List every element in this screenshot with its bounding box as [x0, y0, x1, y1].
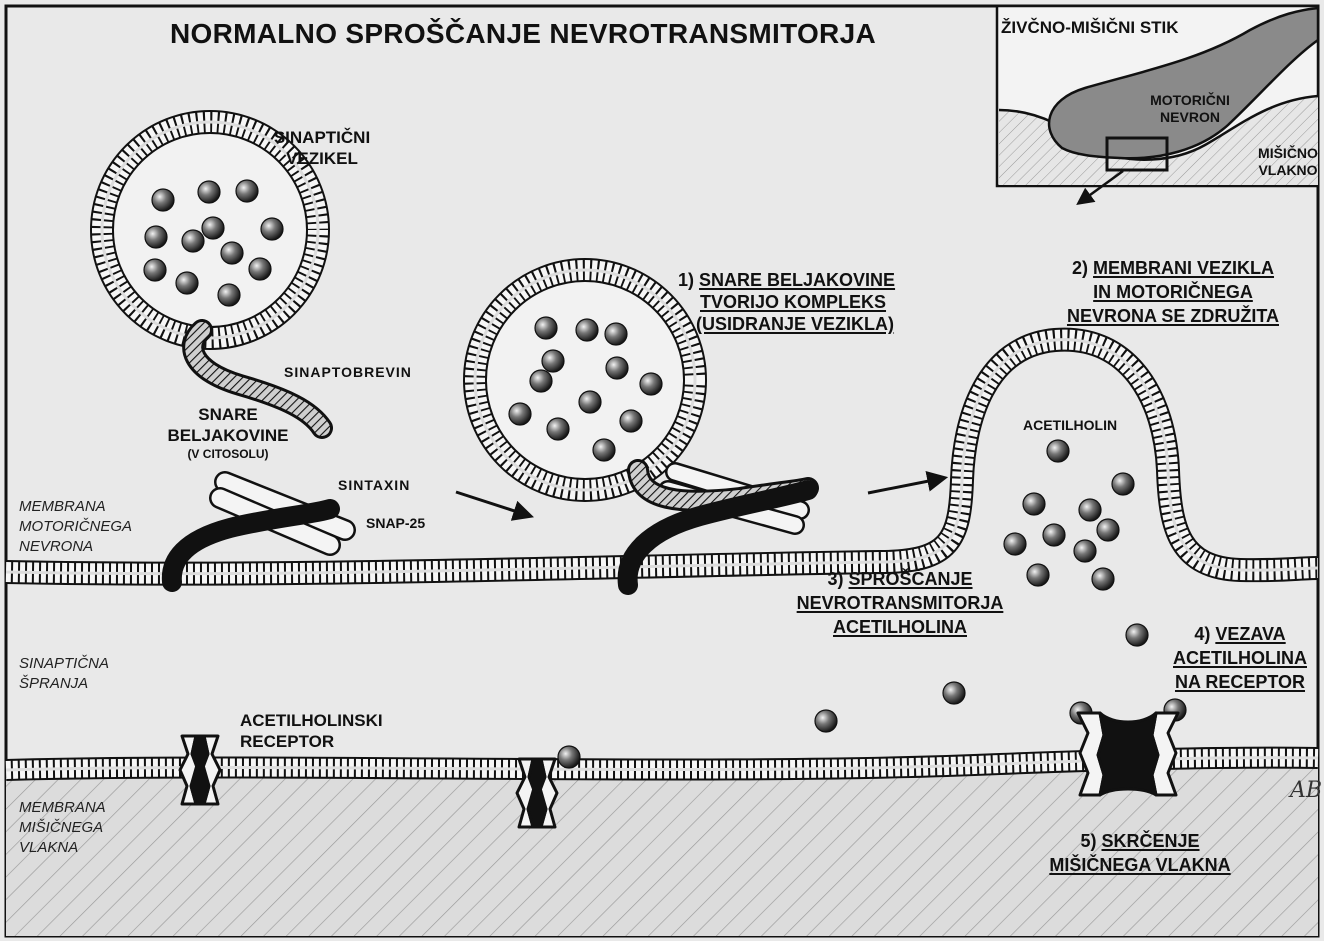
- step-3: 3) SPROŠČANJE NEVROTRANSMITORJA ACETILHO…: [765, 567, 1035, 639]
- synaptobrevin-label: SINAPTOBREVIN: [284, 364, 412, 381]
- arrow-step-1: [456, 492, 530, 516]
- region-neuron-membrane: MEMBRANAMOTORIČNEGANEVRONA: [19, 497, 132, 557]
- page-title: NORMALNO SPROŠČANJE NEVROTRANSMITORJA: [170, 18, 876, 50]
- step-4: 4) VEZAVA ACETILHOLINA NA RECEPTOR: [1155, 622, 1324, 694]
- receptor-label: ACETILHOLINSKIRECEPTOR: [240, 710, 383, 752]
- step-1: 1) SNARE BELJAKOVINE TVORIJO KOMPLEKS (U…: [678, 269, 895, 335]
- step-5: 5) SKRČENJE MIŠIČNEGA VLAKNA: [1025, 829, 1255, 877]
- acetylcholine-label: ACETILHOLIN: [1023, 417, 1117, 434]
- receptor-2: [517, 759, 557, 827]
- step-2: 2) MEMBRANI VEZIKLA IN MOTORIČNEGA NEVRO…: [1030, 256, 1316, 328]
- synaptic-vesicle-2: [475, 270, 695, 490]
- snare-label: SNARE BELJAKOVINE (V CITOSOLU): [143, 404, 313, 462]
- inset-neuron-label: MOTORIČNINEVRON: [1140, 92, 1240, 126]
- syntaxin-label: SINTAXIN: [338, 477, 410, 494]
- receptor-1: [180, 736, 220, 804]
- signature: AB: [1290, 778, 1322, 803]
- arrow-step-2: [868, 478, 944, 493]
- region-muscle-membrane: MEMBRANAMIŠIČNEGAVLAKNA: [19, 798, 106, 858]
- inset-title: ŽIVČNO-MIŠIČNI STIK: [1001, 17, 1179, 38]
- snap25-label: SNAP-25: [366, 515, 425, 532]
- region-synaptic-cleft: SINAPTIČNAŠPRANJA: [19, 654, 109, 694]
- receptor-3-open: [1078, 713, 1178, 795]
- vesicle-label: SINAPTIČNIVEZIKEL: [262, 127, 382, 169]
- inset-muscle-label: MIŠIČNOVLAKNO: [1243, 145, 1324, 179]
